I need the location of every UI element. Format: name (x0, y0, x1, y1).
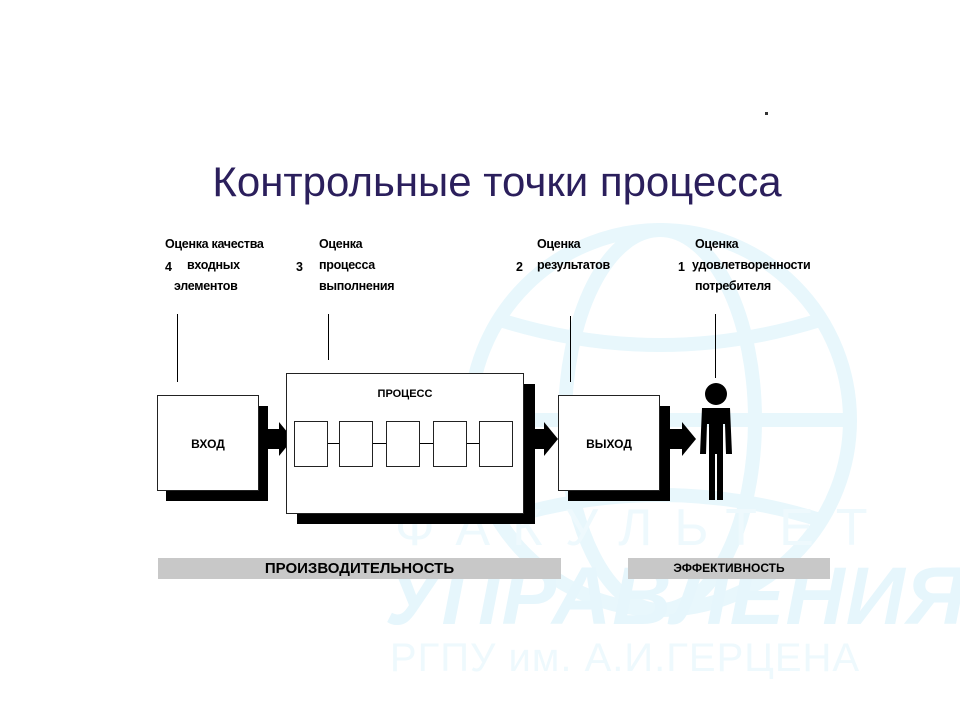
input-box-label: ВХОД (191, 437, 225, 451)
checkpoint-2-pointer (570, 316, 571, 382)
process-step-1 (294, 421, 328, 467)
checkpoint-3-number: 3 (296, 260, 303, 274)
process-connector-4 (467, 443, 479, 444)
customer-person-icon (700, 383, 732, 500)
checkpoint-4-pointer (177, 314, 178, 382)
watermark-university: РГПУ им. А.И.ГЕРЦЕНА (389, 636, 861, 680)
checkpoint-1-label: Оценка удовлетворенности потребителя (692, 234, 811, 297)
stray-dot (765, 112, 768, 115)
checkpoint-3-label: Оценка процесса выполнения (319, 234, 395, 297)
output-box: ВЫХОД (558, 395, 660, 491)
checkpoint-3-line-3: выполнения (319, 279, 395, 293)
page-title: Контрольные точки процесса (212, 158, 782, 205)
checkpoint-2-label: Оценка результатов (537, 234, 610, 276)
checkpoint-4-line-1: Оценка качества (165, 237, 264, 251)
productivity-bar: ПРОИЗВОДИТЕЛЬНОСТЬ (158, 558, 561, 579)
checkpoint-1-line-1: Оценка (695, 237, 739, 251)
checkpoint-4-line-3: элементов (174, 279, 238, 293)
process-connector-3 (420, 443, 433, 444)
productivity-label: ПРОИЗВОДИТЕЛЬНОСТЬ (264, 560, 455, 577)
checkpoint-1-line-3: потребителя (695, 279, 771, 293)
arrow-right-icon (662, 422, 696, 456)
process-connector-1 (328, 443, 339, 444)
checkpoint-4-label: Оценка качества входных элементов (165, 234, 264, 297)
checkpoint-3-pointer (328, 314, 329, 360)
process-step-4 (433, 421, 467, 467)
checkpoint-4-line-2: входных (187, 258, 240, 272)
effectiveness-label: ЭФФЕКТИВНОСТЬ (673, 561, 785, 575)
process-step-5 (479, 421, 513, 467)
checkpoint-1-number: 1 (678, 260, 685, 274)
output-box-label: ВЫХОД (586, 437, 632, 451)
checkpoint-3-line-1: Оценка (319, 237, 363, 251)
checkpoint-2-number: 2 (516, 260, 523, 274)
checkpoint-1-line-2: удовлетворенности (692, 258, 811, 272)
effectiveness-bar: ЭФФЕКТИВНОСТЬ (628, 558, 830, 579)
process-step-3 (386, 421, 420, 467)
arrow-right-icon (524, 422, 558, 456)
checkpoint-3-line-2: процесса (319, 258, 375, 272)
checkpoint-2-line-1: Оценка (537, 237, 581, 251)
input-box: ВХОД (157, 395, 259, 491)
process-connector-2 (373, 443, 386, 444)
process-box-label: ПРОЦЕСС (377, 388, 433, 400)
process-step-2 (339, 421, 373, 467)
checkpoint-2-line-2: результатов (537, 258, 610, 272)
checkpoint-4-number: 4 (165, 260, 172, 274)
checkpoint-1-pointer (715, 314, 716, 378)
